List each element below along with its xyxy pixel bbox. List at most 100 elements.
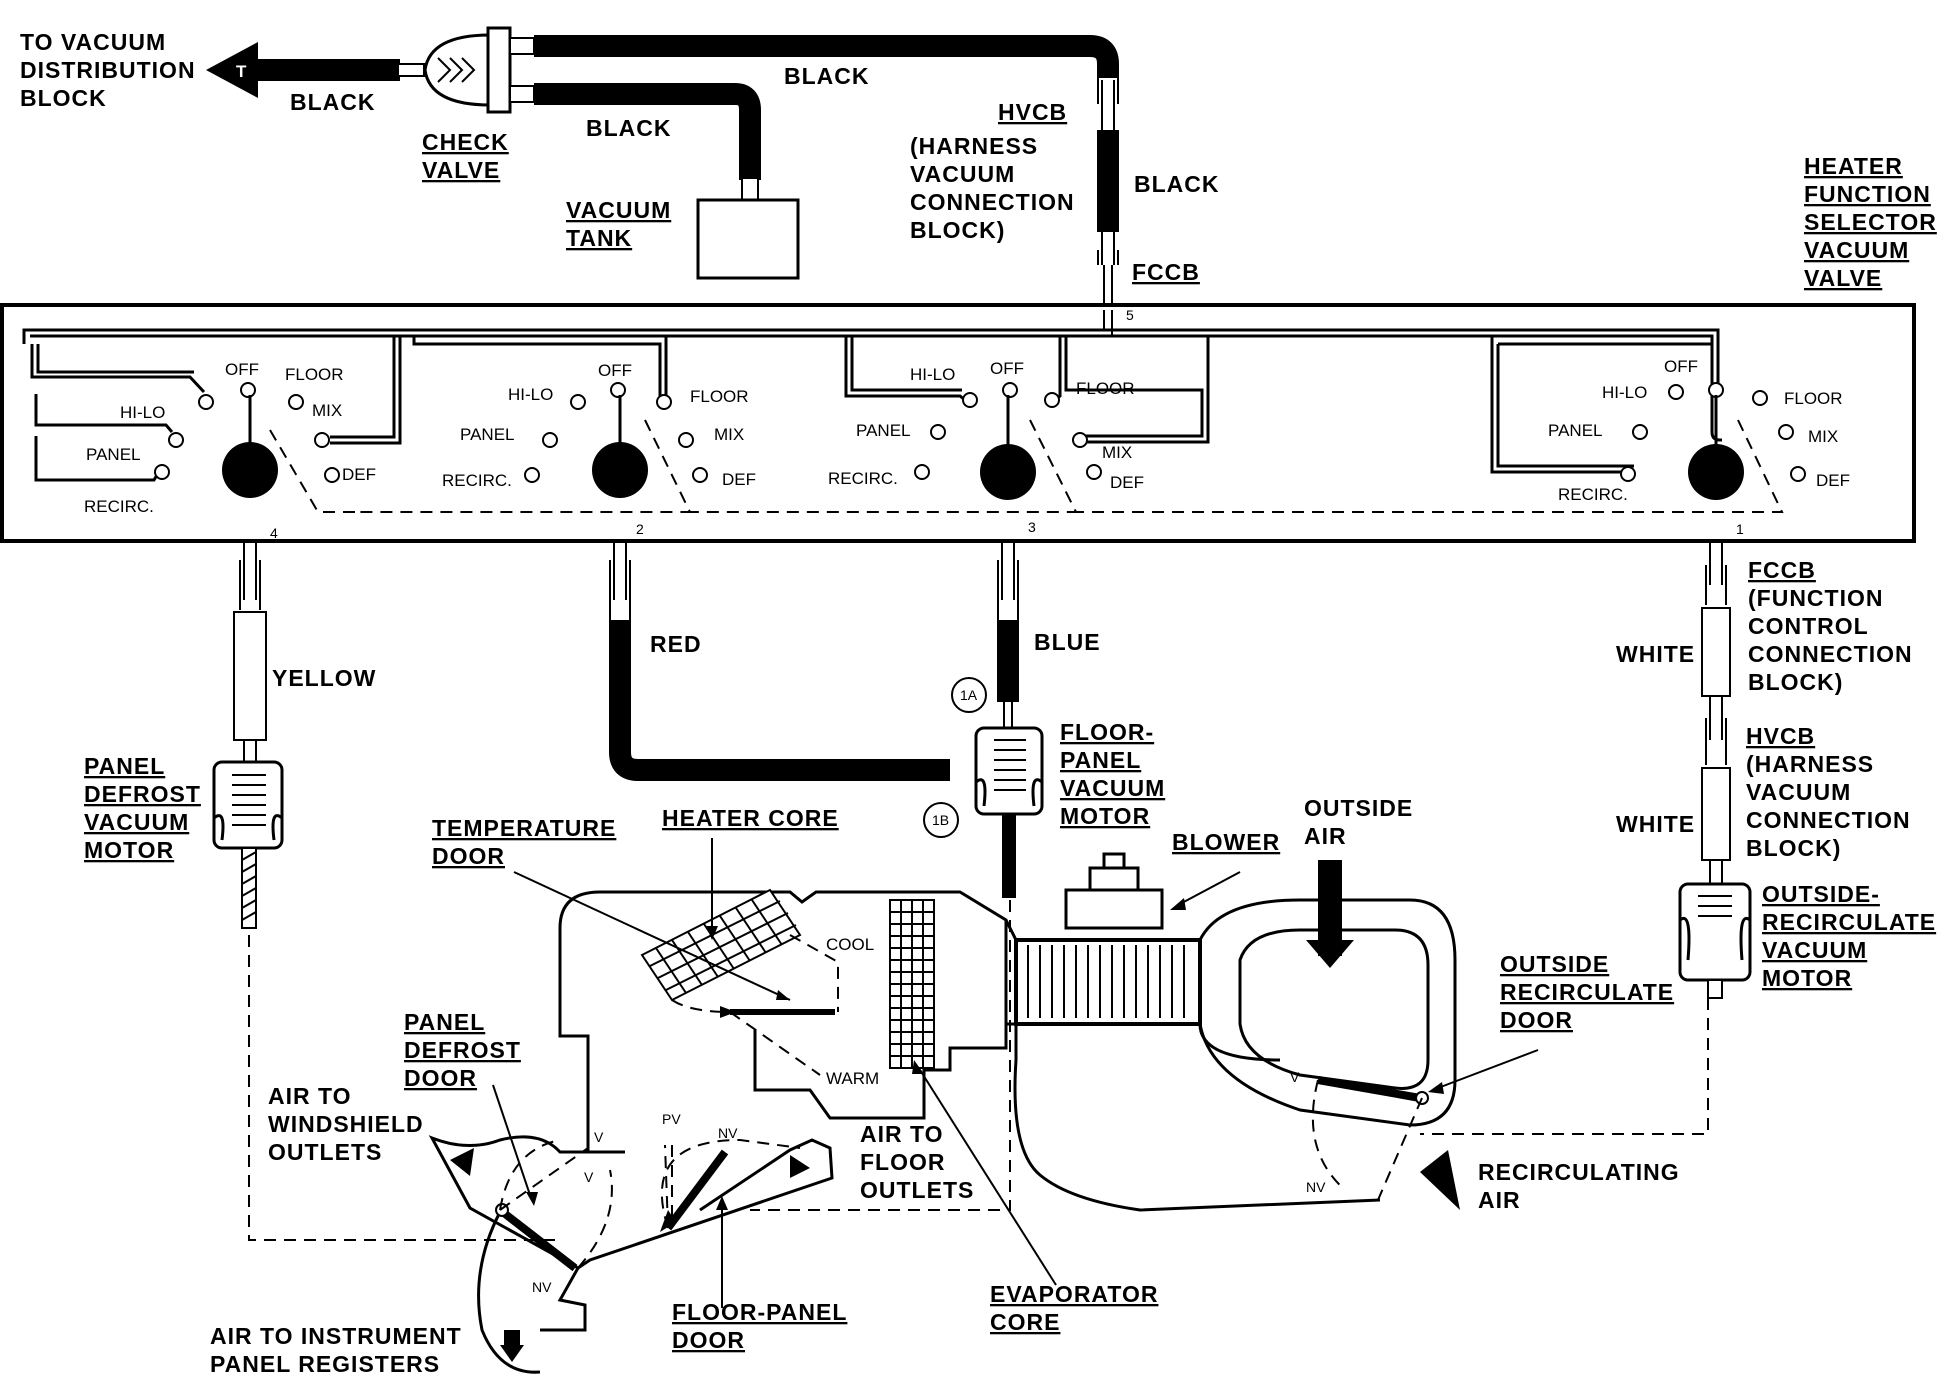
selector-section-1 <box>1076 336 1806 513</box>
recirculating-air-arrow <box>1420 1150 1460 1210</box>
port-2-label: 2 <box>636 521 644 537</box>
hvcb-right-desc-2: VACUUM <box>1746 779 1851 805</box>
temperature-door-label-1: TEMPERATURE <box>432 815 616 841</box>
panel-defrost-door-label-2: DEFROST <box>404 1037 521 1063</box>
vacuum-tank-label-1: VACUUM <box>566 197 671 223</box>
fccb-right-label: FCCB <box>1748 557 1816 583</box>
s1-off: OFF <box>1664 357 1698 376</box>
s1-floor: FLOOR <box>1784 389 1843 408</box>
s2-recirc: RECIRC. <box>442 471 512 490</box>
panel-defrost-motor-label-3: VACUUM <box>84 809 189 835</box>
white-label-1: WHITE <box>1616 641 1695 667</box>
floor-panel-door <box>664 1149 729 1231</box>
panel-defrost-motor-label-1: PANEL <box>84 753 165 779</box>
panel-defrost-motor-label-4: MOTOR <box>84 837 174 863</box>
labels: TO VACUUM DISTRIBUTION BLOCK BLACK BLACK… <box>20 29 1936 1376</box>
hvcb-top-desc-3: CONNECTION <box>910 189 1075 215</box>
vacuum-tank <box>696 177 800 280</box>
outside-recirc-motor-label-2: RECIRCULATE <box>1762 909 1936 935</box>
s2-off: OFF <box>598 361 632 380</box>
windshield-air-arrow <box>450 1148 474 1176</box>
nv-marker-1: NV <box>718 1125 738 1141</box>
selector-valve-panel <box>0 303 1916 543</box>
white-hose-1 <box>1701 607 1731 697</box>
s3-recirc: RECIRC. <box>828 469 898 488</box>
black-label-left: BLACK <box>290 89 376 115</box>
vacuum-tank-label-2: TANK <box>566 225 632 251</box>
outside-air-label-2: AIR <box>1304 823 1347 849</box>
hvcb-top-desc-4: BLOCK) <box>910 217 1005 243</box>
floor-panel-motor-label-2: PANEL <box>1060 747 1141 773</box>
outside-recirc-door-label-3: DOOR <box>1500 1007 1573 1033</box>
black-label-top: BLACK <box>784 63 870 89</box>
fccb-right-desc-3: CONNECTION <box>1748 641 1913 667</box>
pv-marker: PV <box>662 1111 681 1127</box>
link-floor-panel <box>750 900 1011 1211</box>
recirculating-air-label-1: RECIRCULATING <box>1478 1159 1680 1185</box>
selector-section-4 <box>30 336 402 513</box>
blue-label: BLUE <box>1034 629 1101 655</box>
recirculating-air-label-2: AIR <box>1478 1187 1521 1213</box>
hvcb-top-desc-2: VACUUM <box>910 161 1015 187</box>
floor-air-arrow <box>790 1155 810 1178</box>
fccb-right-desc-4: BLOCK) <box>1748 669 1843 695</box>
outside-recirc-door-label-2: RECIRCULATE <box>1500 979 1674 1005</box>
air-windshield-label-2: WINDSHIELD <box>268 1111 424 1137</box>
outside-recirculate-vacuum-motor <box>1678 882 1752 999</box>
floor-panel-motor-label-1: FLOOR- <box>1060 719 1154 745</box>
s3-mix: MIX <box>1102 443 1132 462</box>
port-5-label: 5 <box>1126 307 1134 323</box>
outside-recirc-motor-label-1: OUTSIDE- <box>1762 881 1880 907</box>
black-label-mid: BLACK <box>586 115 672 141</box>
panel-defrost-door-label-1: PANEL <box>404 1009 485 1035</box>
floor-panel-motor-label-4: MOTOR <box>1060 803 1150 829</box>
s1-hilo: HI-LO <box>1602 383 1647 402</box>
hvcb-right-desc-4: BLOCK) <box>1746 835 1841 861</box>
s3-floor: FLOOR <box>1076 379 1135 398</box>
tee-marker: T <box>236 62 247 81</box>
outside-air-inlet <box>1198 898 1457 1127</box>
hvcb-right-desc-1: (HARNESS <box>1746 751 1874 777</box>
port-1b-label: 1B <box>932 812 949 828</box>
s3-panel: PANEL <box>856 421 911 440</box>
air-floor-label-1: AIR TO <box>860 1121 944 1147</box>
nv-marker-3: NV <box>1306 1179 1326 1195</box>
air-instrument-label-1: AIR TO INSTRUMENT <box>210 1323 462 1349</box>
panel-defrost-door <box>497 1206 578 1272</box>
yellow-hose <box>233 611 267 741</box>
evaporator-core-label-1: EVAPORATOR <box>990 1281 1158 1307</box>
vacuum-source-group: T <box>206 26 1119 310</box>
check-valve-label-2: VALVE <box>422 157 500 183</box>
v-marker-3: V <box>1290 1069 1300 1085</box>
heater-function-label-2: FUNCTION <box>1804 181 1931 207</box>
hvac-housing <box>428 852 1460 1374</box>
s3-def: DEF <box>1110 473 1144 492</box>
white-hose-2 <box>1701 767 1731 861</box>
link-panel-defrost <box>248 935 555 1241</box>
port-1b-marker <box>923 802 959 838</box>
s3-off: OFF <box>990 359 1024 378</box>
s2-def: DEF <box>722 470 756 489</box>
temperature-door-label-2: DOOR <box>432 843 505 869</box>
evaporator-core-label-2: CORE <box>990 1309 1060 1335</box>
floor-panel-door-label-1: FLOOR-PANEL <box>672 1299 847 1325</box>
s2-mix: MIX <box>714 425 744 444</box>
hvcb-top-desc-1: (HARNESS <box>910 133 1038 159</box>
air-windshield-label-3: OUTLETS <box>268 1139 382 1165</box>
heater-function-label-1: HEATER <box>1804 153 1903 179</box>
red-hose <box>609 620 950 781</box>
panel-defrost-door-label-3: DOOR <box>404 1065 477 1091</box>
air-floor-label-2: FLOOR <box>860 1149 946 1175</box>
s1-def: DEF <box>1816 471 1850 490</box>
port-1a-marker <box>951 677 987 713</box>
port-1-label: 1 <box>1736 521 1744 537</box>
yellow-label: YELLOW <box>272 665 376 691</box>
s4-def: DEF <box>342 465 376 484</box>
hvcb-right-desc-3: CONNECTION <box>1746 807 1911 833</box>
floor-panel-motor-label-3: VACUUM <box>1060 775 1165 801</box>
s4-recirc: RECIRC. <box>84 497 154 516</box>
outside-recirc-motor-label-4: MOTOR <box>1762 965 1852 991</box>
s1-panel: PANEL <box>1548 421 1603 440</box>
heater-core <box>640 888 802 1002</box>
